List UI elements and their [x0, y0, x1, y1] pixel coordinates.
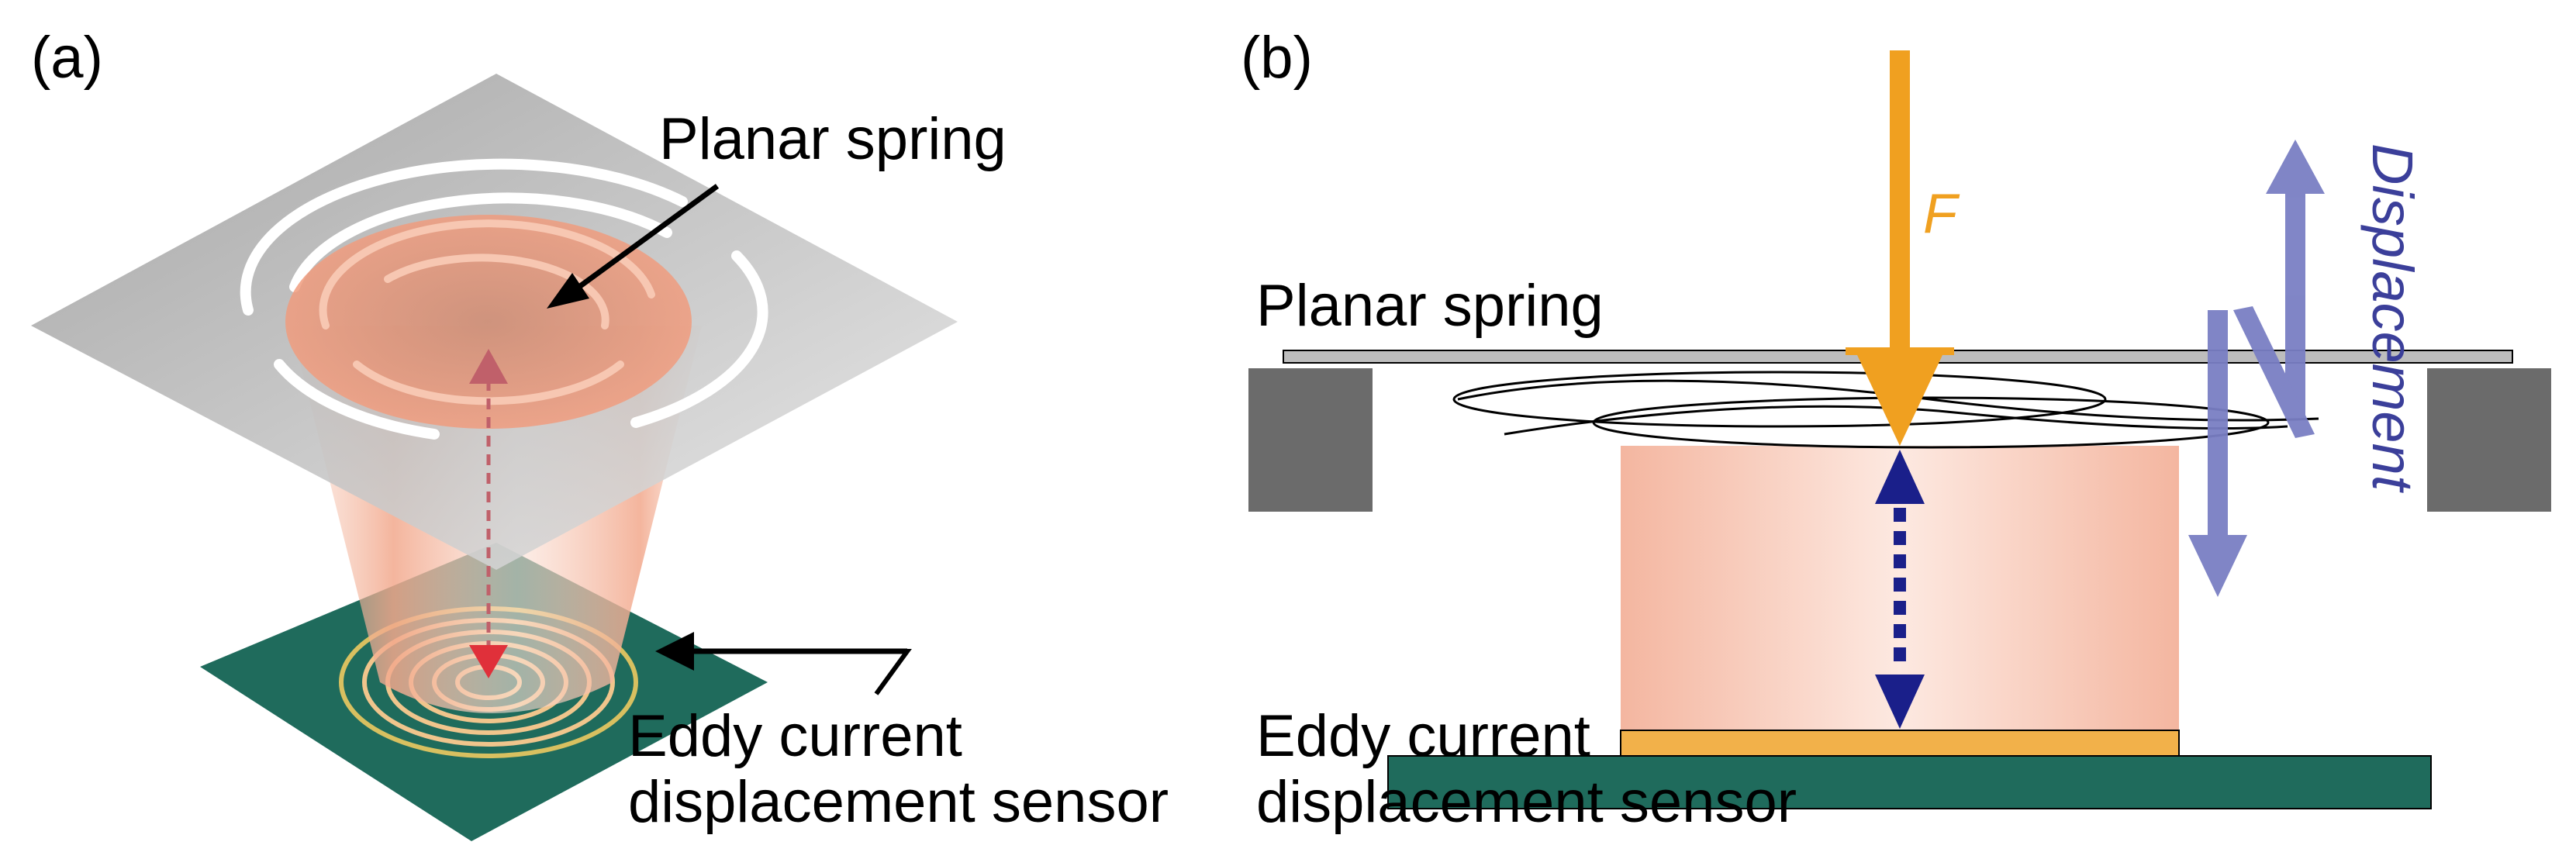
- force-label: F: [1923, 183, 1960, 245]
- gap-arrow-head-down: [1875, 675, 1925, 729]
- panel-b-sensor-label-1: Eddy current: [1256, 703, 1590, 769]
- panel-a-sensor-label-2: displacement sensor: [628, 769, 1169, 835]
- panel-b-sensor-label-2: displacement sensor: [1256, 769, 1797, 835]
- panel-a-spring-pointer-head: [547, 273, 589, 309]
- pcb-board-side: [1387, 755, 2432, 809]
- panel-b-spring-label: Planar spring: [1256, 273, 1604, 339]
- displacement-arrows: [2188, 140, 2325, 597]
- panel-a-sensor-pointer-bend: [874, 649, 912, 695]
- panel-a-sensor-label-1: Eddy current: [628, 703, 962, 769]
- support-block-right: [2427, 368, 2551, 512]
- force-arrow-bar: [1846, 347, 1954, 355]
- spring-center-disk: [285, 215, 692, 429]
- sensor-coil-strip: [1620, 730, 2180, 757]
- panel-a-label: (a): [31, 25, 103, 91]
- gap-arrow-head-up: [1875, 450, 1925, 504]
- force-arrow-shaft: [1890, 50, 1910, 353]
- support-block-left: [1248, 368, 1373, 512]
- panel-a-spring-label: Planar spring: [659, 106, 1007, 172]
- displacement-label: Displacement: [2360, 143, 2425, 494]
- spring-slots: [240, 158, 768, 440]
- red-arrow-head-down: [469, 645, 508, 678]
- force-arrow-head: [1857, 355, 1942, 446]
- panel-a-spring-pointer: [571, 184, 720, 293]
- panel-b-label: (b): [1241, 25, 1313, 91]
- panel-a-sensor-pointer-head: [655, 632, 694, 671]
- red-arrow-head-up: [469, 349, 508, 384]
